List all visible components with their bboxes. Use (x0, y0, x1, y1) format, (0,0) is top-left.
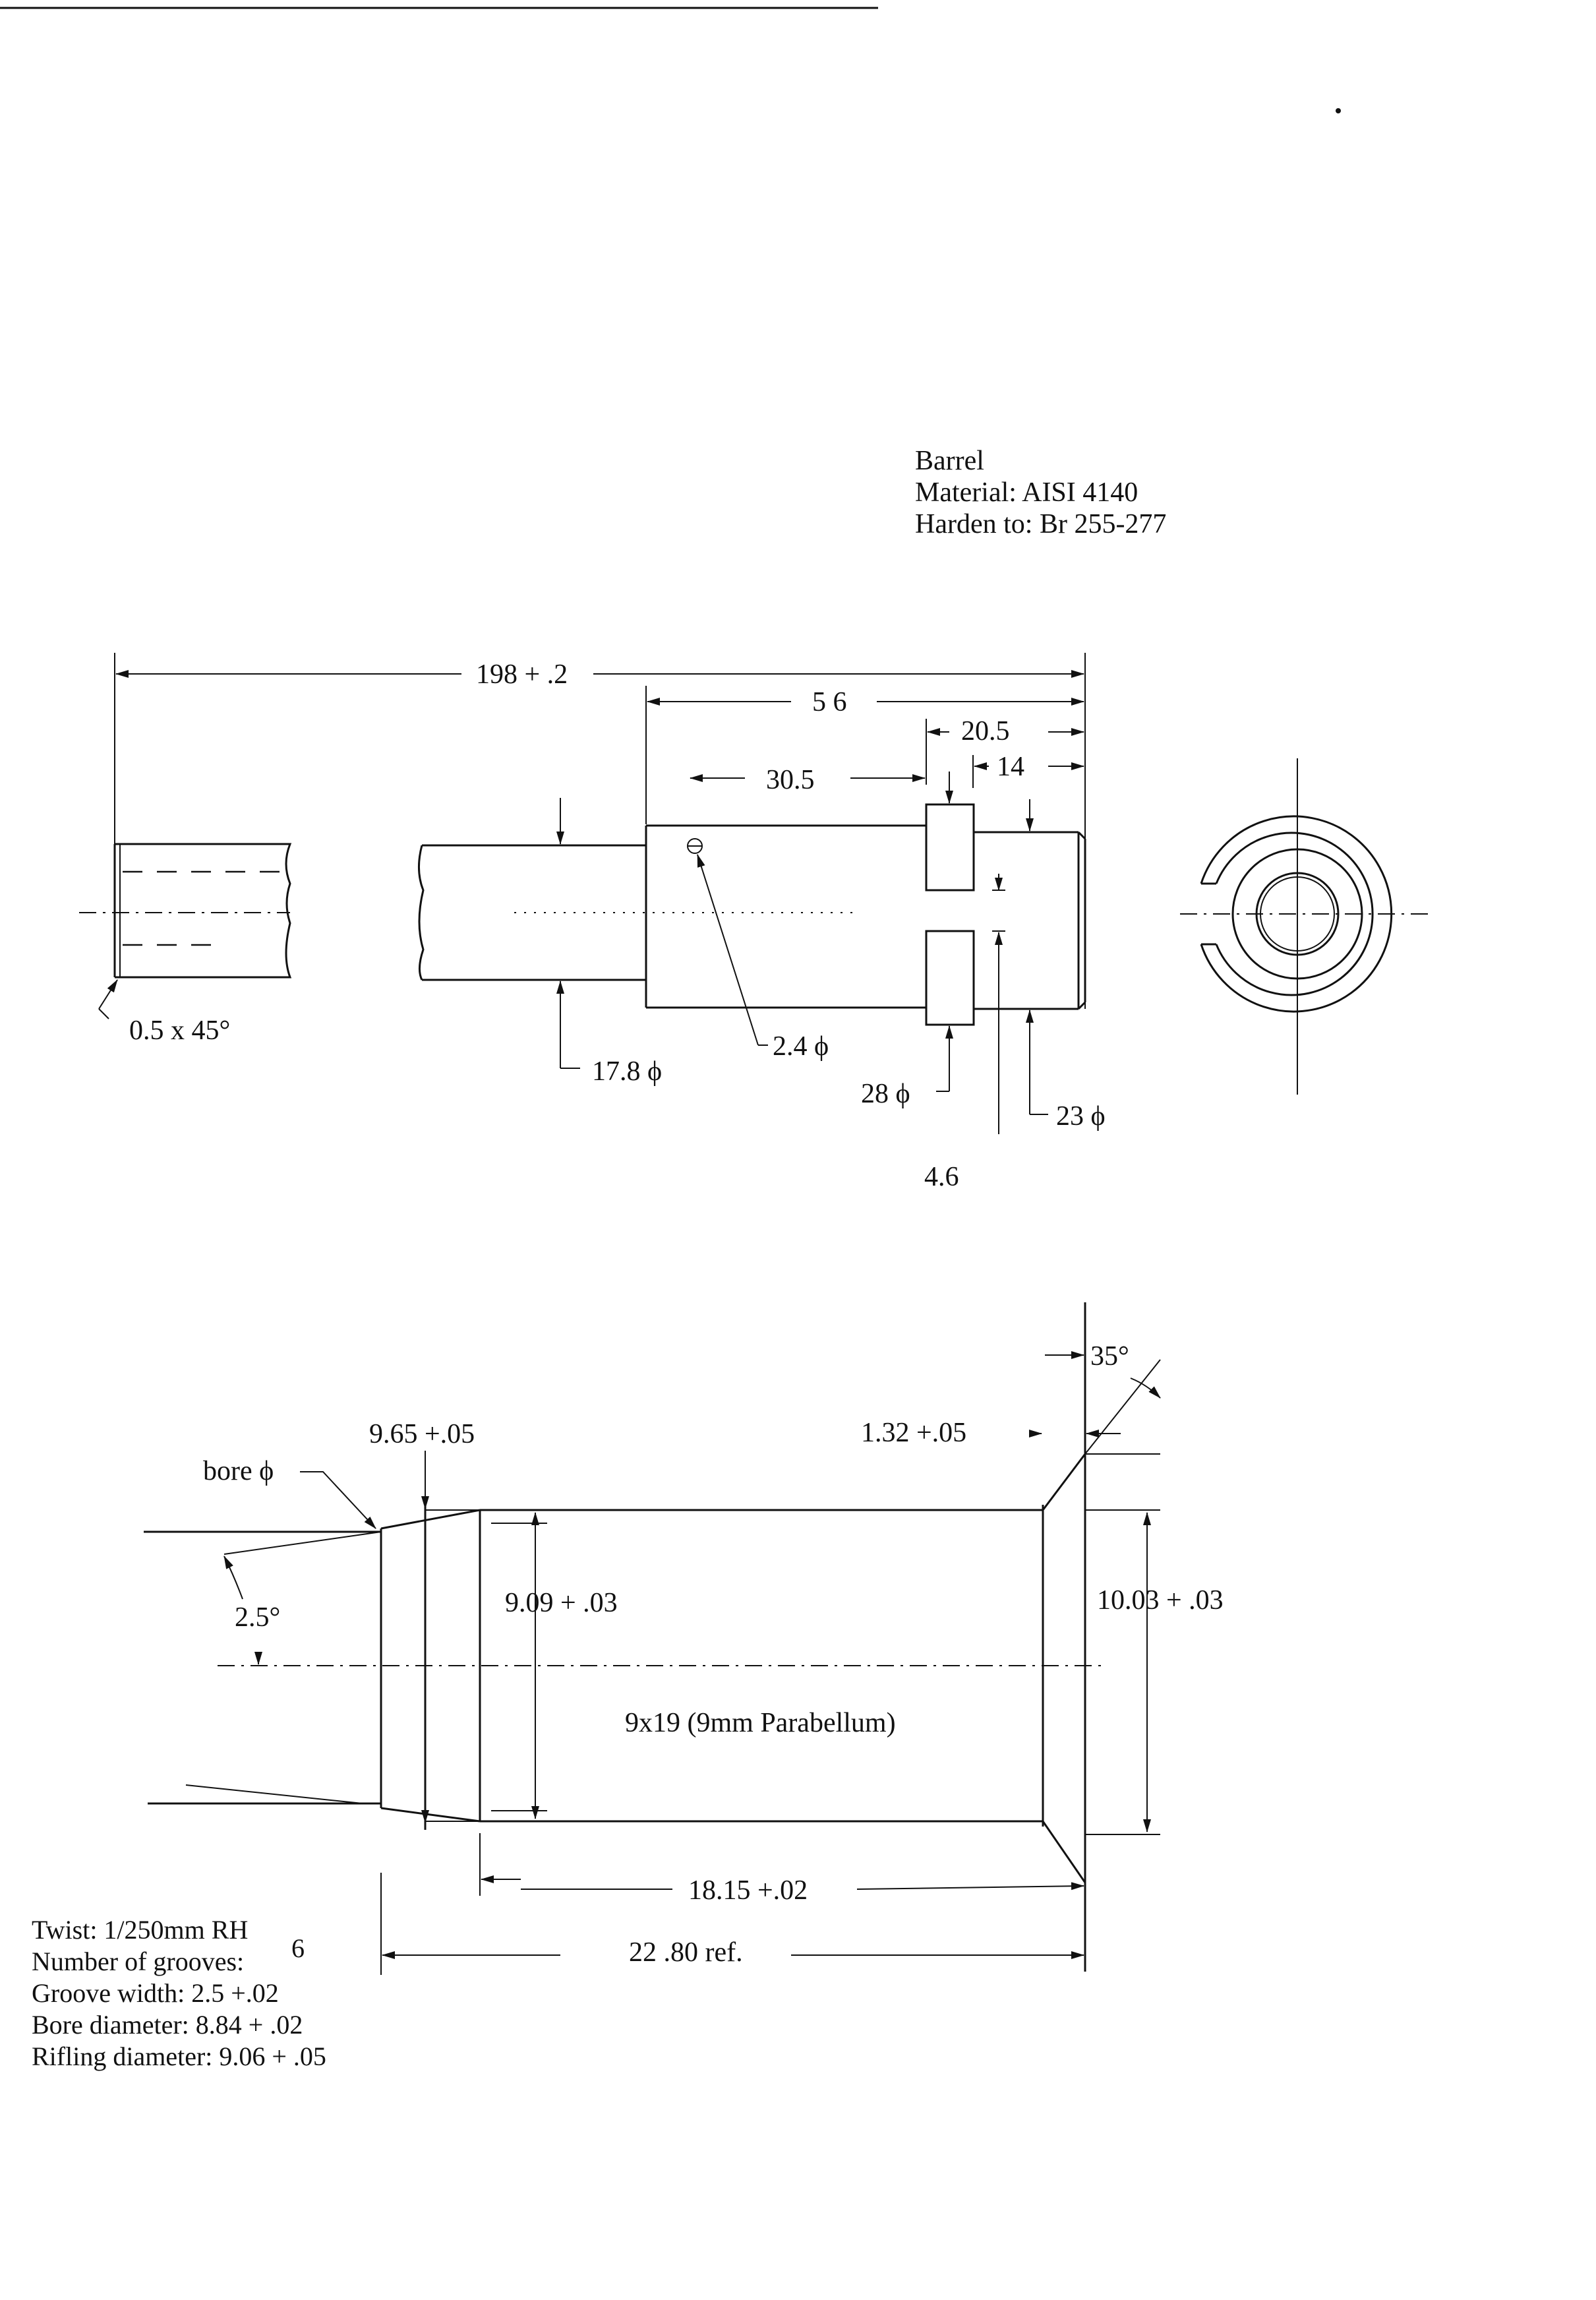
groove-width-note: Groove width: 2.5 +.02 (32, 1978, 279, 2008)
dim-22-80: 22 .80 ref. (629, 1937, 743, 1968)
grooves-note: Number of grooves: (32, 1947, 244, 1976)
barrel-side-view: 198 + .2 5 6 20.5 14 30.5 0.5 x 45° 17.8… (79, 653, 1106, 1192)
muzzle-end (79, 843, 292, 979)
twist-note: Twist: 1/250mm RH (32, 1915, 248, 1945)
angle-35: 35° (1090, 1341, 1129, 1372)
chamber-detail-view: 35° 9.65 +.05 1.32 +.05 bore ϕ 2.5° 9.09… (144, 1302, 1224, 1975)
material-spec: Material: AISI 4140 (915, 477, 1138, 508)
dim-1-32: 1.32 +.05 (861, 1418, 966, 1448)
angle-2-5: 2.5° (235, 1602, 280, 1633)
dim-18-15: 18.15 +.02 (688, 1875, 808, 1906)
hardness-spec: Harden to: Br 255-277 (915, 509, 1166, 539)
rifling-notes: Twist: 1/250mm RH Number of grooves: 6 G… (32, 1915, 326, 2071)
diameter-23: 23 ϕ (1056, 1101, 1106, 1132)
cartridge-label: 9x19 (9mm Parabellum) (625, 1708, 896, 1738)
dim-9-09: 9.09 + .03 (505, 1588, 618, 1618)
dim-4-6: 4.6 (924, 1162, 959, 1192)
part-name: Barrel (915, 446, 984, 476)
dim-9-65: 9.65 +.05 (369, 1419, 475, 1449)
dim-14: 14 (997, 752, 1024, 782)
dim-30-5: 30.5 (766, 765, 815, 795)
grooves-count: 6 (291, 1933, 305, 1963)
chamfer-callout: 0.5 x 45° (129, 1015, 230, 1046)
dim-10-03: 10.03 + .03 (1097, 1585, 1224, 1616)
hole-2-4: 2.4 ϕ (773, 1031, 829, 1062)
diameter-28: 28 ϕ (861, 1079, 910, 1109)
dim-20-5: 20.5 (961, 716, 1010, 746)
diameter-17-8: 17.8 ϕ (592, 1056, 662, 1087)
overall-length-dim: 198 + .2 (476, 659, 568, 690)
barrel-end-view (1180, 758, 1434, 1095)
stray-dot (1336, 108, 1341, 113)
dim-56: 5 6 (812, 687, 847, 717)
title-block: Barrel Material: AISI 4140 Harden to: Br… (915, 446, 1166, 539)
breech-section (417, 803, 1086, 1026)
bore-diameter-note: Bore diameter: 8.84 + .02 (32, 2010, 303, 2040)
rifling-diameter-note: Rifling diameter: 9.06 + .05 (32, 2042, 326, 2071)
bore-label: bore ϕ (203, 1456, 274, 1486)
